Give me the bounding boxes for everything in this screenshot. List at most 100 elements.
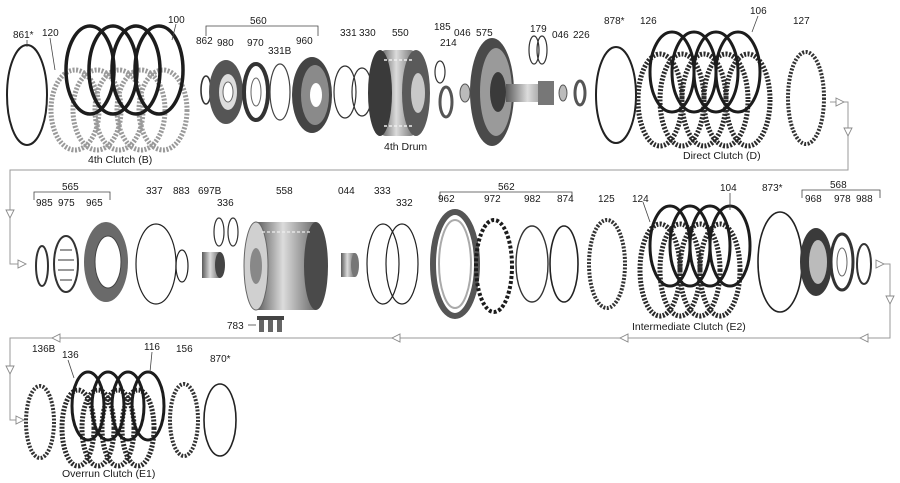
housing-960 — [292, 57, 332, 133]
washer-226 — [573, 79, 587, 107]
bushing-044 — [341, 253, 359, 277]
drum-4th-550 — [368, 50, 430, 136]
caption-4th-clutch: 4th Clutch (B) — [88, 154, 152, 166]
clutch-pack-intermediate — [637, 204, 752, 319]
label-226: 226 — [573, 30, 590, 41]
clutch-pack-4th — [48, 24, 190, 153]
seal-874 — [549, 225, 579, 303]
label-873s: 873* — [762, 183, 783, 194]
seal-331b — [269, 63, 291, 121]
label-962: 962 — [438, 194, 455, 205]
component-697b — [202, 252, 225, 278]
flow-arrow-11 — [5, 365, 15, 376]
plate-156 — [168, 382, 200, 458]
piston-962 — [430, 209, 480, 319]
label-878s: 878* — [604, 16, 625, 27]
flow-arrow-3 — [5, 209, 15, 220]
label-985: 985 — [36, 198, 53, 209]
label-126: 126 — [640, 16, 657, 27]
piston-980 — [209, 60, 243, 124]
ring-185 — [434, 60, 446, 84]
label-988: 988 — [856, 194, 873, 205]
flow-arrow-1 — [835, 97, 846, 107]
label-978: 978 — [834, 194, 851, 205]
spring-plate-975 — [53, 235, 79, 293]
label-558: 558 — [276, 186, 293, 197]
flow-arrow-2 — [843, 127, 853, 138]
seal-336b — [227, 217, 239, 247]
piston-968 — [800, 228, 832, 296]
label-331b: 331B — [268, 46, 292, 57]
seal-883 — [175, 249, 189, 283]
label-337: 337 — [146, 186, 163, 197]
label-575: 575 — [476, 28, 493, 39]
label-560: 560 — [250, 16, 267, 27]
flow-arrow-5 — [875, 259, 886, 269]
label-333: 333 — [374, 186, 391, 197]
plate-125 — [587, 218, 627, 310]
plate-127 — [786, 50, 826, 146]
label-862: 862 — [196, 36, 213, 47]
seal-ring-870 — [203, 383, 237, 457]
label-124: 124 — [632, 194, 649, 205]
part-labels: 861* 120 100 560 862 980 970 331B 960 33… — [13, 6, 873, 365]
flow-arrow-7 — [858, 333, 869, 343]
seal-332 — [385, 223, 419, 305]
label-044: 044 — [338, 186, 355, 197]
flow-arrow-4 — [17, 259, 28, 269]
caption-intermediate-clutch: Intermediate Clutch (E2) — [632, 321, 746, 333]
caption-direct-clutch: Direct Clutch (D) — [683, 150, 761, 162]
label-136: 136 — [62, 350, 79, 361]
label-975: 975 — [58, 198, 75, 209]
label-046a: 046 — [454, 28, 471, 39]
flow-arrow-6 — [885, 295, 895, 306]
bolts-783 — [248, 316, 284, 332]
label-982: 982 — [524, 194, 541, 205]
label-156: 156 — [176, 344, 193, 355]
seal-ring-861 — [6, 44, 48, 146]
flow-arrow-12 — [15, 415, 26, 425]
label-332: 332 — [396, 198, 413, 209]
seal-ring-873 — [757, 211, 803, 313]
label-331: 331 — [340, 28, 357, 39]
label-861s: 861* — [13, 30, 34, 41]
label-783: 783 — [227, 321, 244, 332]
bearing-046a — [459, 83, 471, 103]
label-104: 104 — [720, 183, 737, 194]
seal-331 — [333, 65, 357, 119]
caption-4th-drum: 4th Drum — [384, 141, 427, 153]
label-568: 568 — [830, 180, 847, 191]
label-046b: 046 — [552, 30, 569, 41]
label-550: 550 — [392, 28, 409, 39]
clutch-pack-overrun — [59, 370, 166, 469]
spring-972 — [474, 218, 514, 314]
label-330: 330 — [359, 28, 376, 39]
label-214: 214 — [440, 38, 457, 49]
bearing-046b — [558, 84, 568, 102]
label-980: 980 — [217, 38, 234, 49]
label-970: 970 — [247, 38, 264, 49]
label-185: 185 — [434, 22, 451, 33]
label-870s: 870* — [210, 354, 231, 365]
housing-558 — [243, 221, 328, 311]
label-136b: 136B — [32, 344, 56, 355]
label-100: 100 — [168, 15, 185, 26]
flow-arrow-9 — [390, 333, 401, 343]
label-116: 116 — [144, 342, 160, 353]
seal-333 — [366, 223, 400, 305]
seal-336a — [213, 217, 225, 247]
seal-982 — [515, 225, 549, 303]
seal-179a — [528, 35, 540, 65]
label-972: 972 — [484, 194, 501, 205]
label-120: 120 — [42, 28, 59, 39]
group-captions: 4th Clutch (B) 4th Drum Direct Clutch (D… — [62, 141, 761, 480]
label-960: 960 — [296, 36, 313, 47]
label-336: 336 — [217, 198, 234, 209]
clutch-pack-direct — [635, 30, 773, 149]
ring-985 — [35, 245, 49, 287]
plate-136b — [24, 384, 56, 460]
shaft-575 — [470, 38, 554, 146]
label-125: 125 — [598, 194, 615, 205]
spring-plate-978 — [829, 232, 855, 292]
